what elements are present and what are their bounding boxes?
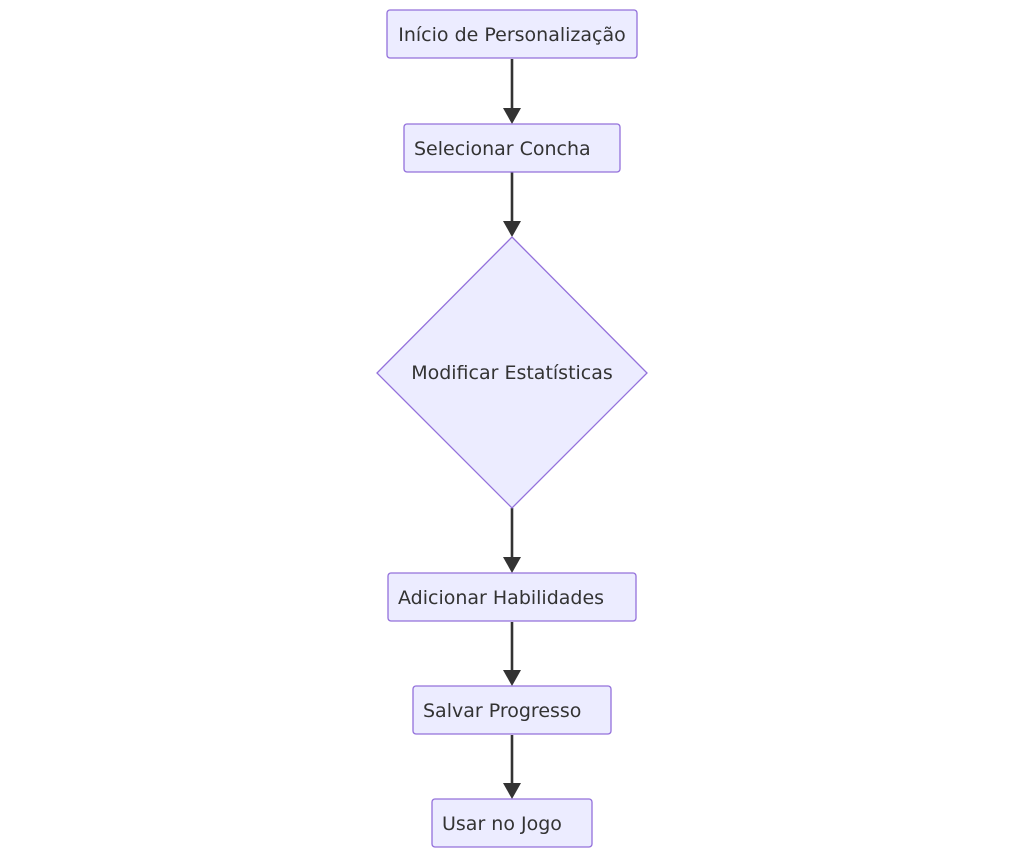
edges (503, 59, 521, 799)
edge-inicio-to-selecionar (503, 59, 521, 124)
node-salvar[interactable]: Salvar Progresso (412, 685, 612, 735)
node-modificar[interactable]: Modificar Estatísticas (376, 236, 648, 509)
node-selecionar-label: Selecionar Concha (414, 138, 591, 160)
node-inicio-label: Início de Personalização (398, 24, 625, 46)
node-inicio[interactable]: Início de Personalização (386, 9, 638, 59)
node-selecionar[interactable]: Selecionar Concha (403, 123, 621, 173)
edge-salvar-to-usar (503, 735, 521, 799)
node-modificar-label: Modificar Estatísticas (411, 362, 613, 384)
node-adicionar[interactable]: Adicionar Habilidades (387, 572, 637, 622)
node-usar[interactable]: Usar no Jogo (431, 798, 593, 848)
node-adicionar-label: Adicionar Habilidades (398, 587, 604, 609)
edge-selecionar-to-modificar (503, 172, 521, 237)
edge-adicionar-to-salvar (503, 622, 521, 686)
edge-modificar-to-adicionar (503, 508, 521, 573)
node-salvar-label: Salvar Progresso (423, 700, 581, 722)
node-usar-label: Usar no Jogo (442, 813, 562, 835)
